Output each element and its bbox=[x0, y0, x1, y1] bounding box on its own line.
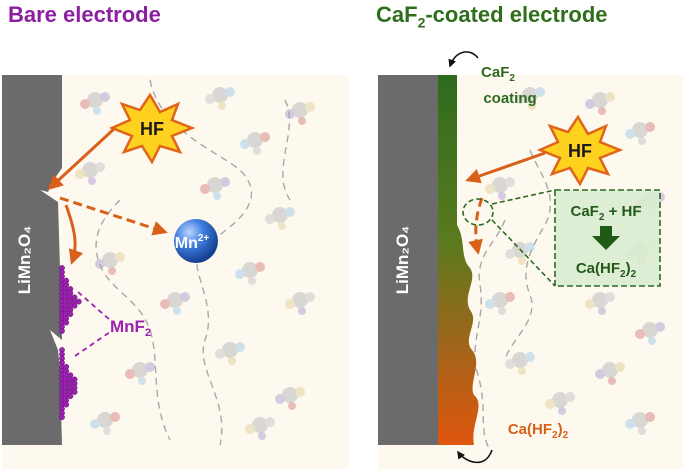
left-electrode-label: LiMn₂O₄ bbox=[15, 226, 34, 295]
left-electrode bbox=[2, 75, 62, 445]
coated-electrode-title: CaF2-coated electrode bbox=[376, 2, 608, 31]
right-attack-arrows bbox=[465, 151, 546, 255]
mnf2-deposit-lower bbox=[59, 347, 78, 421]
mnf2-label: MnF2 bbox=[110, 317, 151, 339]
coating-label-line2: coating bbox=[483, 90, 536, 107]
hf-star-right bbox=[536, 114, 624, 187]
mn-ion-label: Mn2+ bbox=[175, 233, 210, 252]
hf-label-right: HF bbox=[568, 141, 592, 161]
product-pointer-arrow bbox=[457, 449, 493, 464]
mnf2-deposit-upper bbox=[59, 265, 82, 334]
coating-label-line1: CaF2 bbox=[481, 64, 515, 84]
bare-electrode-title: Bare electrode bbox=[8, 2, 161, 27]
reaction-arrow-down bbox=[592, 226, 620, 250]
left-attack-arrows bbox=[47, 126, 168, 265]
reaction-site-circle bbox=[462, 198, 494, 226]
mnf2-pointer-lines bbox=[74, 291, 111, 357]
right-electrode-label: LiMn₂O₄ bbox=[393, 226, 412, 295]
product-label: Ca(HF2)2 bbox=[508, 421, 569, 441]
reaction-product: Ca(HF2)2 bbox=[576, 260, 637, 280]
reaction-reactants: CaF2 + HF bbox=[571, 203, 642, 223]
right-electrode bbox=[378, 75, 438, 445]
coating-pointer-arrow bbox=[448, 51, 479, 68]
hf-star-left bbox=[108, 92, 196, 165]
mn-ion bbox=[174, 219, 218, 263]
caf2-coating bbox=[438, 75, 479, 445]
hf-label-left: HF bbox=[140, 119, 164, 139]
reaction-inset-leaders bbox=[491, 189, 556, 287]
electrolyte-molecules bbox=[75, 87, 665, 440]
